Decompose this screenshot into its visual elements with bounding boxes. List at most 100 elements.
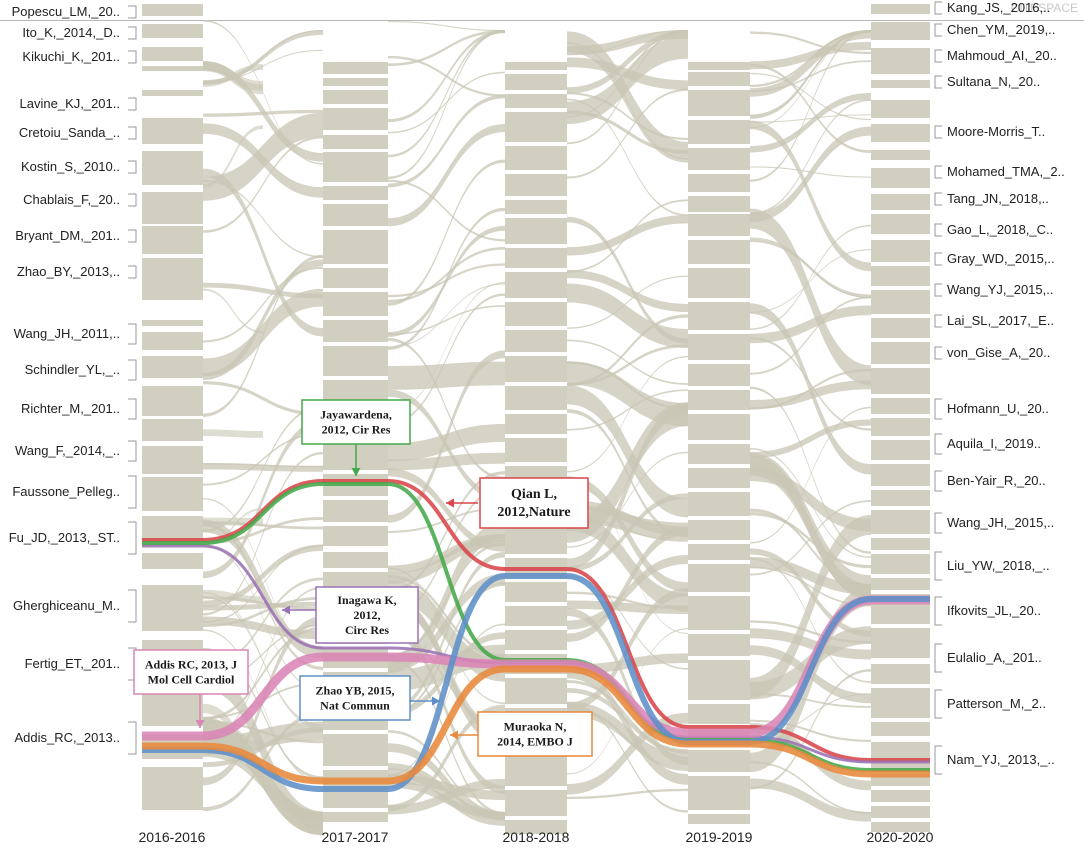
background-flow [567, 314, 688, 386]
background-flow [203, 60, 263, 91]
annotation-box [315, 586, 419, 644]
annotation-arrow-head [351, 468, 361, 476]
slice-block [688, 174, 750, 192]
label-bracket [128, 160, 137, 174]
time-slice-label: 2018-2018 [503, 829, 570, 845]
label-bracket [934, 596, 942, 626]
right-reference-label: Wang_JH,_2015,.. [947, 515, 1054, 530]
right-reference-labels: Kang_JS,_2016,..Chen_YM,_2019,..Mahmoud_… [934, 0, 1065, 775]
background-flow [750, 30, 871, 97]
background-flow [750, 566, 871, 607]
slice-block [323, 552, 388, 568]
slice-block [323, 230, 388, 264]
left-reference-label: Richter_M,_201.. [21, 401, 120, 416]
background-flow [203, 626, 323, 721]
background-flow [388, 542, 505, 657]
slice-block [505, 582, 567, 602]
annotation-text: Zhao YB, 2015, [316, 684, 395, 698]
background-flow [203, 601, 323, 611]
label-bracket [128, 265, 137, 279]
background-flow [750, 693, 871, 708]
left-reference-label: Gherghiceanu_M.. [13, 598, 120, 613]
annotation-arrow-head [450, 730, 458, 740]
slice-block [871, 48, 930, 74]
slice-block [142, 690, 203, 726]
slice-block [505, 790, 567, 816]
annotation-jayawardena: Jayawardena,2012, Cir Res [301, 399, 411, 476]
left-reference-label: Addis_RC,_2013.. [14, 730, 120, 745]
background-flow [567, 30, 688, 94]
slice-block [142, 47, 203, 61]
background-flow [750, 166, 871, 178]
slice-block [505, 756, 567, 786]
left-reference-label: Bryant_DM,_201.. [15, 228, 120, 243]
background-flow [567, 339, 688, 385]
background-flow [567, 688, 688, 754]
slice-block [505, 386, 567, 410]
label-bracket [128, 440, 137, 462]
annotation-box [477, 711, 593, 757]
background-flow [750, 30, 871, 88]
label-bracket [128, 398, 137, 420]
right-reference-label: Mahmoud_AI,_20.. [947, 48, 1057, 63]
background-flow [567, 575, 688, 670]
background-flow [750, 380, 871, 409]
right-reference-label: Gray_WD,_2015,.. [947, 251, 1055, 266]
slice-block [323, 572, 388, 588]
right-reference-label: Gao_L,_2018,_C.. [947, 222, 1053, 237]
annotation-text: Circ Res [345, 623, 389, 637]
label-bracket [128, 229, 137, 243]
stream-qian [142, 479, 930, 762]
label-bracket [934, 192, 942, 206]
slice-block [871, 194, 930, 210]
background-flow [567, 269, 688, 313]
background-flow [388, 763, 505, 826]
slice-block [323, 78, 388, 86]
right-reference-label: Wang_YJ,_2015,.. [947, 282, 1053, 297]
background-flow [388, 124, 505, 227]
left-reference-label: Zhao_BY,_2013,.. [17, 264, 120, 279]
background-flow [750, 60, 871, 92]
slice-block [688, 596, 750, 630]
annotation-arrow-head [432, 696, 440, 706]
slice-block [142, 118, 203, 144]
label-bracket [934, 23, 942, 37]
annotation-arrow-head [195, 720, 205, 728]
background-flow [203, 125, 263, 188]
background-flow [750, 548, 871, 637]
slice-block [688, 564, 750, 592]
background-flow [203, 168, 323, 337]
slice-block [688, 268, 750, 298]
background-flow [750, 31, 871, 55]
time-slice-label: 2017-2017 [322, 829, 389, 845]
slice-block [871, 628, 930, 658]
left-reference-label: Kikuchi_K,_201.. [22, 49, 120, 64]
right-reference-label: Moore-Morris_T.. [947, 124, 1045, 139]
slice-block [688, 414, 750, 440]
background-flow [388, 452, 505, 471]
background-flow [750, 406, 871, 544]
annotation-box [133, 649, 249, 695]
background-flow [750, 556, 871, 595]
background-flow [388, 594, 505, 746]
slice-block [142, 800, 203, 810]
slice-block [142, 332, 203, 350]
slice-block [323, 62, 388, 74]
slice-block [871, 464, 930, 486]
slice-block [323, 500, 388, 522]
label-bracket [128, 589, 137, 623]
background-flow [750, 30, 871, 182]
slice-block [688, 90, 750, 116]
background-flow [567, 554, 688, 630]
label-bracket [128, 5, 137, 19]
left-reference-label: Ito_K,_2014,_D.. [22, 25, 120, 40]
background-flow [567, 591, 688, 610]
label-bracket [934, 689, 942, 719]
right-reference-label: Liu_YW,_2018,_.. [947, 558, 1050, 573]
slice-block [142, 446, 203, 474]
slice-block [688, 704, 750, 724]
label-bracket [128, 97, 137, 111]
